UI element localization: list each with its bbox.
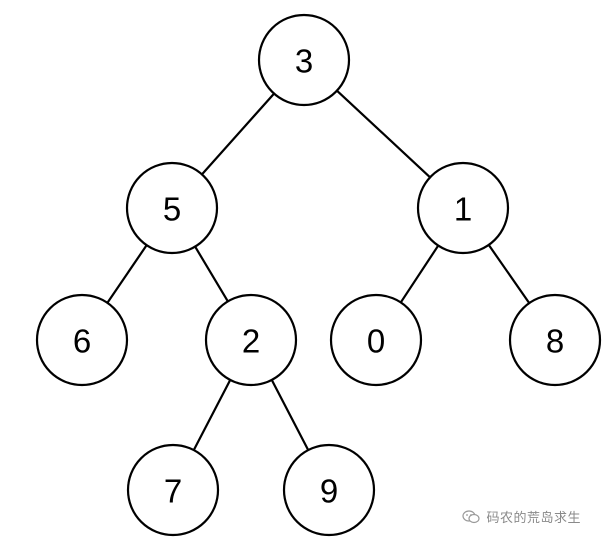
tree-node-8: 8 [508, 293, 602, 387]
tree-node-5: 5 [125, 161, 219, 255]
tree-node-circle [126, 443, 220, 537]
tree-node-label: 7 [164, 473, 182, 510]
watermark: 码农的荒岛求生 [462, 507, 581, 526]
tree-node-label: 5 [163, 191, 181, 228]
tree-node-1: 1 [416, 161, 510, 255]
tree-node-circle [329, 293, 423, 387]
tree-node-2: 2 [204, 293, 298, 387]
tree-node-circle [125, 161, 219, 255]
tree-edge-n2-n7 [192, 378, 232, 452]
tree-edge-n5-n6 [106, 244, 148, 304]
tree-node-circle [416, 161, 510, 255]
tree-node-label: 6 [73, 323, 91, 360]
tree-node-3: 3 [257, 13, 351, 107]
tree-node-label: 8 [546, 323, 564, 360]
tree-node-circle [282, 443, 376, 537]
tree-node-label: 1 [454, 191, 472, 228]
watermark-text: 码农的荒岛求生 [486, 511, 581, 526]
tree-node-label: 3 [295, 43, 313, 80]
tree-edges [106, 89, 531, 452]
tree-edge-n2-n9 [270, 378, 310, 452]
tree-node-9: 9 [282, 443, 376, 537]
tree-edge-n5-n2 [194, 245, 229, 303]
tree-edge-n3-n5 [200, 92, 276, 176]
tree-nodes: 3 5 1 6 2 0 8 7 9 [35, 13, 602, 537]
tree-node-label: 9 [320, 473, 338, 510]
tree-edge-n1-n0 [399, 244, 440, 304]
tree-node-7: 7 [126, 443, 220, 537]
tree-node-label: 0 [367, 323, 385, 360]
tree-edge-n1-n8 [487, 243, 531, 305]
tree-node-circle [204, 293, 298, 387]
tree-node-label: 2 [242, 323, 260, 360]
tree-node-circle [508, 293, 602, 387]
tree-edge-n3-n1 [335, 89, 432, 179]
wechat-icon [462, 509, 481, 523]
tree-node-circle [257, 13, 351, 107]
tree-node-6: 6 [35, 293, 129, 387]
tree-node-circle [35, 293, 129, 387]
tree-node-0: 0 [329, 293, 423, 387]
